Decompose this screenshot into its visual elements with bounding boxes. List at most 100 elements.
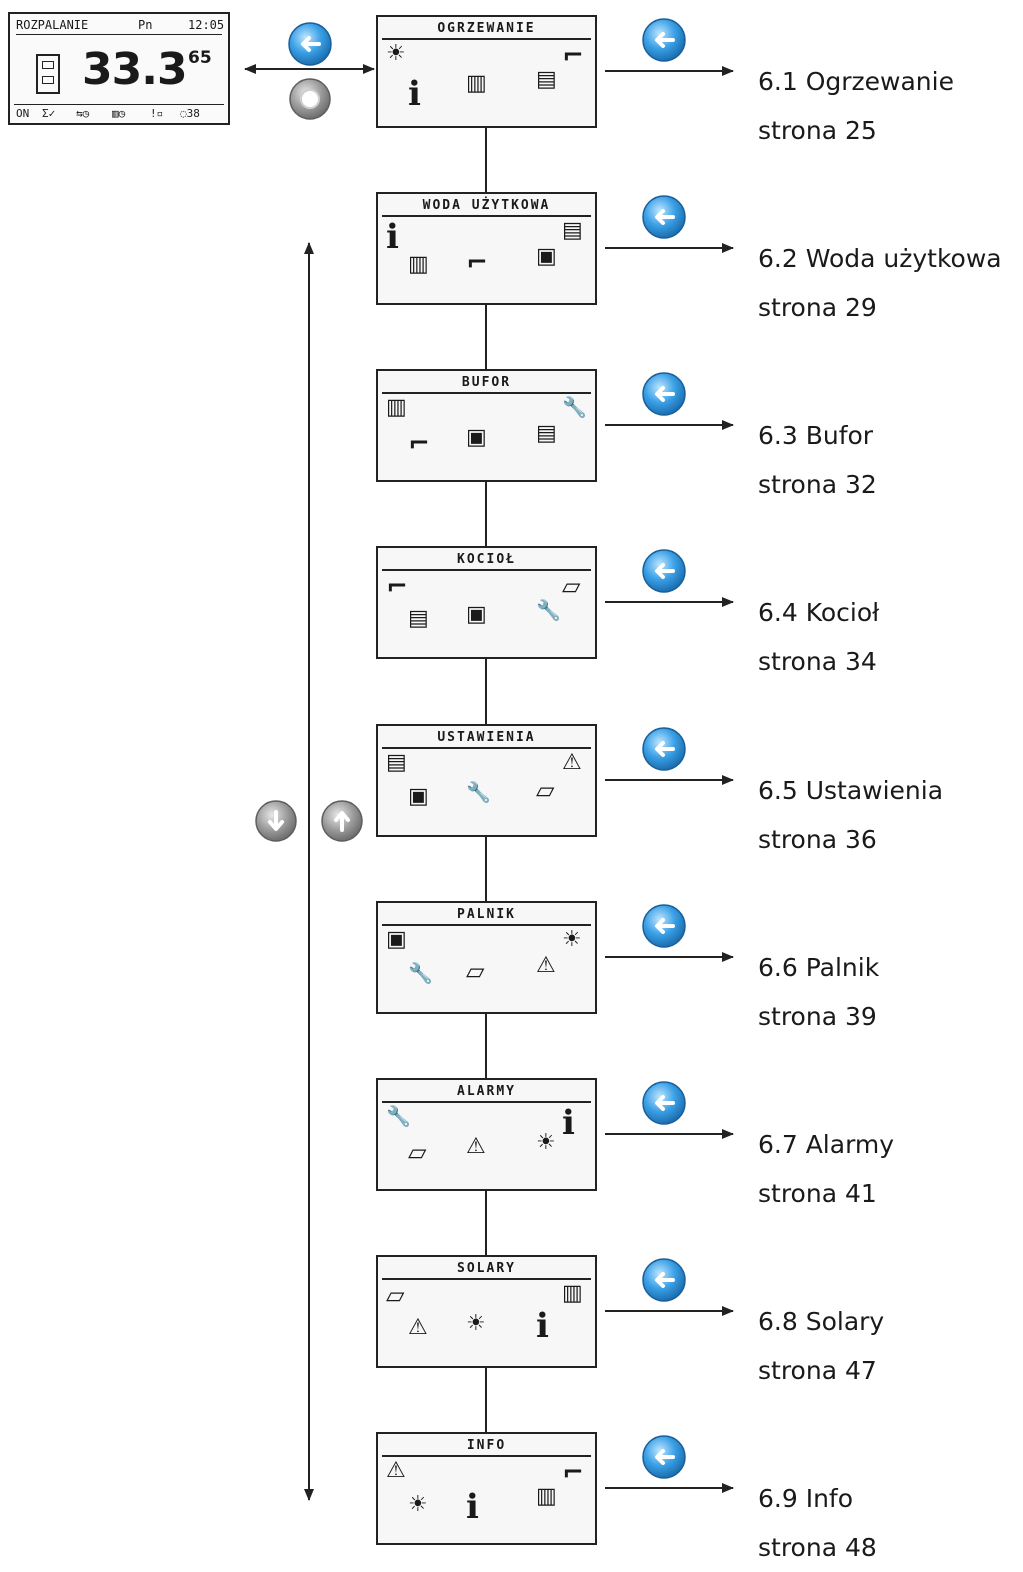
section-label: 6.7 Alarmy	[758, 1130, 895, 1159]
menu-reference-9: 6.9 Info strona 48	[758, 1474, 877, 1572]
section-label: 6.9 Info	[758, 1484, 854, 1513]
tap-icon: ⌐	[466, 248, 488, 278]
status-item: ON	[16, 107, 30, 120]
burner-icon: ▱	[386, 1281, 405, 1309]
enter-button-icon	[642, 727, 686, 771]
panel-title: KOCIOŁ	[382, 550, 591, 571]
boiler-icon: ▤	[562, 218, 583, 243]
enter-button-icon	[642, 18, 686, 62]
page-label: strona 39	[758, 1002, 877, 1031]
menu-panel-5[interactable]: USTAWIENIA▤▣🔧▱⚠	[376, 724, 597, 837]
enter-button-icon	[642, 1258, 686, 1302]
enter-button-icon	[288, 22, 332, 66]
panel-title: USTAWIENIA	[382, 728, 591, 749]
down-button-icon	[255, 800, 297, 842]
page-label: strona 32	[758, 470, 877, 499]
warning-icon: ⚠	[536, 953, 556, 978]
boiler-icon: ▤	[408, 606, 429, 631]
set-temperature-value: 65	[188, 48, 212, 68]
boiler-icon: ▤	[536, 67, 557, 92]
wrench-icon: 🔧	[562, 395, 587, 419]
menu-panel-7[interactable]: ALARMY🔧▱⚠☀i	[376, 1078, 597, 1191]
menu-reference-4: 6.4 Kocioł strona 34	[758, 588, 879, 686]
buffer-icon: ▣	[466, 602, 487, 627]
enter-button-icon	[642, 904, 686, 948]
section-label: 6.4 Kocioł	[758, 598, 880, 627]
status-top-line: ROZPALANIE Pn 12:05	[16, 18, 225, 35]
radiator-icon: ▥	[562, 1281, 583, 1306]
section-label: 6.6 Palnik	[758, 953, 880, 982]
enter-button-icon	[642, 195, 686, 239]
buttons	[255, 18, 686, 1479]
radiator-icon: ▥	[536, 1484, 557, 1509]
status-bottom-line: ON Σ✓ ⇆◷ ▥◷ !▫ ◌38	[14, 104, 224, 121]
enter-button-icon	[642, 1081, 686, 1125]
burner-icon: ▱	[466, 957, 485, 985]
buffer-icon: ▣	[466, 425, 487, 450]
buffer-icon: ▣	[386, 927, 407, 952]
menu-panel-1[interactable]: OGRZEWANIE☀i▥▤⌐	[376, 15, 597, 128]
wrench-icon: 🔧	[408, 961, 433, 985]
solar-icon: ☀	[536, 1130, 556, 1155]
arrows	[605, 66, 734, 1493]
solar-icon: ☀	[408, 1492, 428, 1517]
panel-title: PALNIK	[382, 905, 591, 926]
boiler-icon: ▤	[386, 750, 407, 775]
solar-icon: ☀	[562, 927, 582, 952]
buffer-icon: ▣	[536, 244, 557, 269]
panel-title: OGRZEWANIE	[382, 19, 591, 40]
info-icon: i	[536, 1306, 549, 1346]
info-icon: i	[386, 217, 399, 257]
status-screen: ROZPALANIE Pn 12:05 33.3 65 ON Σ✓ ⇆◷ ▥◷ …	[8, 12, 230, 125]
page-label: strona 34	[758, 647, 877, 676]
day-label: Pn	[138, 18, 153, 32]
menu-reference-7: 6.7 Alarmy strona 41	[758, 1120, 894, 1218]
info-icon: i	[408, 74, 421, 114]
page-label: strona 36	[758, 825, 877, 854]
status-item: ▥◷	[112, 107, 126, 120]
page-label: strona 47	[758, 1356, 877, 1385]
page-label: strona 41	[758, 1179, 877, 1208]
boiler-icon: ▤	[536, 421, 557, 446]
enter-button-icon	[642, 372, 686, 416]
burner-icon: ▱	[408, 1138, 427, 1166]
burner-icon: ▱	[536, 776, 555, 804]
tap-icon: ⌐	[386, 572, 408, 602]
panel-title: SOLARY	[382, 1259, 591, 1280]
status-item: ◌38	[180, 107, 200, 120]
menu-panel-4[interactable]: KOCIOŁ⌐▤ ▣ 🔧▱	[376, 546, 597, 659]
solar-icon: ☀	[466, 1311, 486, 1336]
section-label: 6.5 Ustawienia	[758, 776, 944, 805]
section-label: 6.2 Woda użytkowa	[758, 244, 1002, 273]
wrench-icon: 🔧	[536, 598, 561, 622]
boiler-icon	[36, 54, 60, 94]
buffer-icon: ▣	[408, 784, 429, 809]
radiator-icon: ▥	[408, 252, 429, 277]
menu-panel-9[interactable]: INFO⚠☀i▥⌐	[376, 1432, 597, 1545]
enter-button-icon	[642, 1435, 686, 1479]
page-label: strona 25	[758, 116, 877, 145]
panel-title: INFO	[382, 1436, 591, 1457]
section-label: 6.8 Solary	[758, 1307, 885, 1336]
status-item: ⇆◷	[76, 107, 90, 120]
menu-panel-6[interactable]: PALNIK▣🔧 ▱ ⚠☀	[376, 901, 597, 1014]
burner-icon: ▱	[562, 572, 581, 600]
radiator-icon: ▥	[466, 71, 487, 96]
tap-icon: ⌐	[562, 1458, 584, 1488]
tap-icon: ⌐	[562, 41, 584, 71]
status-item: Σ✓	[42, 107, 56, 120]
menu-panel-3[interactable]: BUFOR▥⌐▣▤🔧	[376, 369, 597, 482]
menu-reference-8: 6.8 Solary strona 47	[758, 1297, 884, 1395]
panel-title: WODA UŻYTKOWA	[382, 196, 591, 217]
wrench-icon: 🔧	[386, 1104, 411, 1128]
page-label: strona 48	[758, 1533, 877, 1562]
info-icon: i	[562, 1103, 575, 1143]
panel-title: BUFOR	[382, 373, 591, 394]
mode-label: ROZPALANIE	[16, 18, 89, 32]
time-label: 12:05	[188, 18, 225, 32]
menu-panel-8[interactable]: SOLARY▱⚠☀i▥	[376, 1255, 597, 1368]
